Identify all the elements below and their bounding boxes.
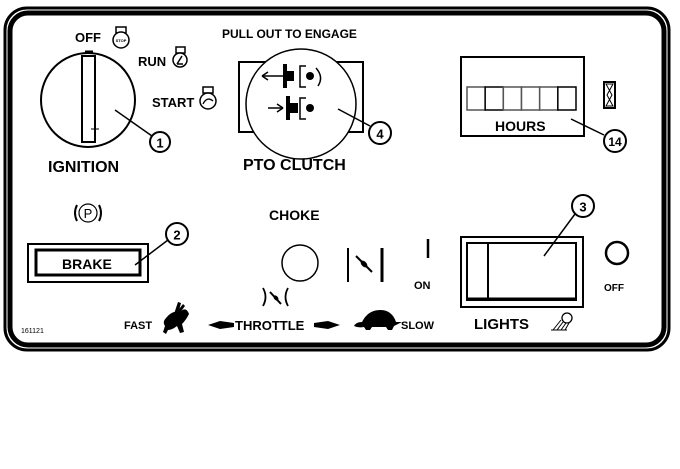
brake-label: BRAKE (62, 256, 112, 272)
choke-on-label: ON (414, 280, 431, 292)
ignition-switch[interactable] (40, 50, 136, 148)
throttle-slow-label: SLOW (401, 320, 435, 332)
lights-switch[interactable] (460, 236, 584, 308)
hour-meter-digit-cell (538, 86, 559, 111)
rabbit-icon (163, 302, 189, 334)
pto-callout: 4 (337, 108, 392, 145)
parking-brake-indicator-icon: P (74, 203, 102, 223)
hours-label: HOURS (495, 118, 546, 134)
pto-disengaged-icon (261, 64, 322, 88)
choke-closed-icon (347, 248, 384, 282)
hour-meter-digit-cell (484, 86, 505, 111)
parking-brake-letter: P (84, 206, 93, 221)
choke-knob[interactable] (281, 244, 319, 282)
figure-id: 161121 (21, 328, 44, 335)
hour-meter-callout: 14 (570, 118, 627, 153)
ignition-callout: 1 (114, 109, 171, 153)
throttle-label: THROTTLE (235, 318, 305, 333)
lights-off-label: OFF (604, 283, 624, 294)
brake-button[interactable] (27, 243, 149, 283)
ignition-start-label: START (152, 95, 194, 110)
hour-meter-digit-cell (557, 86, 577, 111)
lights-label: LIGHTS (474, 316, 529, 333)
engine-start-icon (199, 86, 217, 110)
hour-meter (460, 56, 585, 137)
pto-instruction: PULL OUT TO ENGAGE (222, 27, 357, 41)
pto-engaged-icon (268, 96, 314, 120)
ignition-run-label: RUN (138, 54, 166, 69)
pto-label: PTO CLUTCH (243, 157, 346, 174)
lights-callout-number: 3 (579, 200, 586, 215)
throttle-left-arrow-icon (208, 321, 234, 329)
brake-callout-number: 2 (173, 228, 180, 243)
headlight-icon (551, 312, 573, 331)
brake-callout: 2 (134, 222, 189, 266)
hourglass-icon (603, 81, 616, 109)
ignition-off-label: OFF (75, 30, 101, 45)
lights-off-indicator-icon (604, 240, 630, 266)
throttle-open-icon (262, 287, 289, 307)
ignition-label: IGNITION (48, 159, 119, 176)
pto-callout-number: 4 (376, 127, 384, 142)
engine-run-icon (172, 46, 188, 68)
hour-meter-digits (466, 86, 577, 111)
throttle-fast-label: FAST (124, 320, 152, 332)
lights-callout: 3 (543, 194, 595, 257)
choke-label: CHOKE (269, 207, 320, 223)
engine-stop-icon: STOP (112, 26, 130, 49)
engine-stop-icon-text: STOP (116, 38, 127, 43)
panel-border (3, 6, 671, 352)
hour-meter-digit-cell (502, 86, 523, 111)
hour-meter-callout-number: 14 (608, 135, 622, 149)
ignition-callout-number: 1 (156, 136, 163, 151)
hour-meter-digit-cell (466, 86, 486, 111)
hour-meter-digit-cell (520, 86, 541, 111)
throttle-right-arrow-icon (314, 321, 340, 329)
turtle-icon (354, 310, 402, 330)
